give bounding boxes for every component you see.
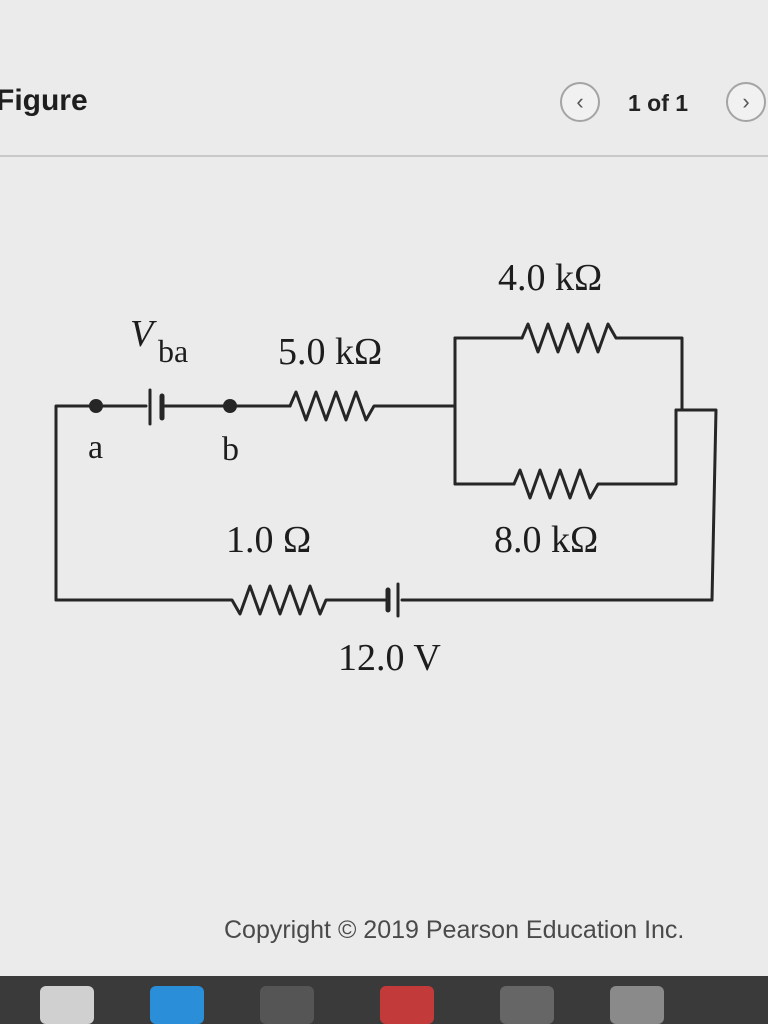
label-8k: 8.0 kΩ [494,519,598,561]
taskbar-app-icon[interactable] [40,986,94,1024]
terminal-a [89,399,103,413]
taskbar-app-icon[interactable] [500,986,554,1024]
next-button[interactable]: › [726,82,766,122]
label-battery: 12.0 V [338,637,441,679]
wire-parallel-right [674,408,718,602]
taskbar-app-icon[interactable] [380,986,434,1024]
chevron-right-icon: › [742,89,750,114]
figure-header: Figure ‹ 1 of 1 › [0,60,768,157]
taskbar-app-icon[interactable] [150,986,204,1024]
label-node-b: b [222,431,239,468]
copyright-text: Copyright © 2019 Pearson Education Inc. [224,916,685,944]
label-v: V [130,313,157,355]
label-4k: 4.0 kΩ [498,257,602,299]
label-5k: 5.0 kΩ [278,331,382,373]
label-v-subscript: ba [158,333,188,369]
resistor-5k-zigzag [288,390,457,422]
page-indicator: 1 of 1 [628,90,689,116]
figure-title: Figure [0,84,88,117]
resistor-1ohm-zigzag [54,584,388,616]
label-1ohm: 1.0 Ω [226,519,311,561]
previous-button[interactable]: ‹ [560,82,600,122]
label-node-a: a [88,429,103,466]
taskbar-app-icon[interactable] [260,986,314,1024]
wire-top-left [54,404,148,602]
taskbar-app-icon[interactable] [610,986,664,1024]
resistor-8k-zigzag [512,408,678,500]
resistor-4k-zigzag [520,322,684,412]
taskbar [0,976,768,1024]
terminal-b [223,399,237,413]
chevron-left-icon: ‹ [576,89,584,114]
